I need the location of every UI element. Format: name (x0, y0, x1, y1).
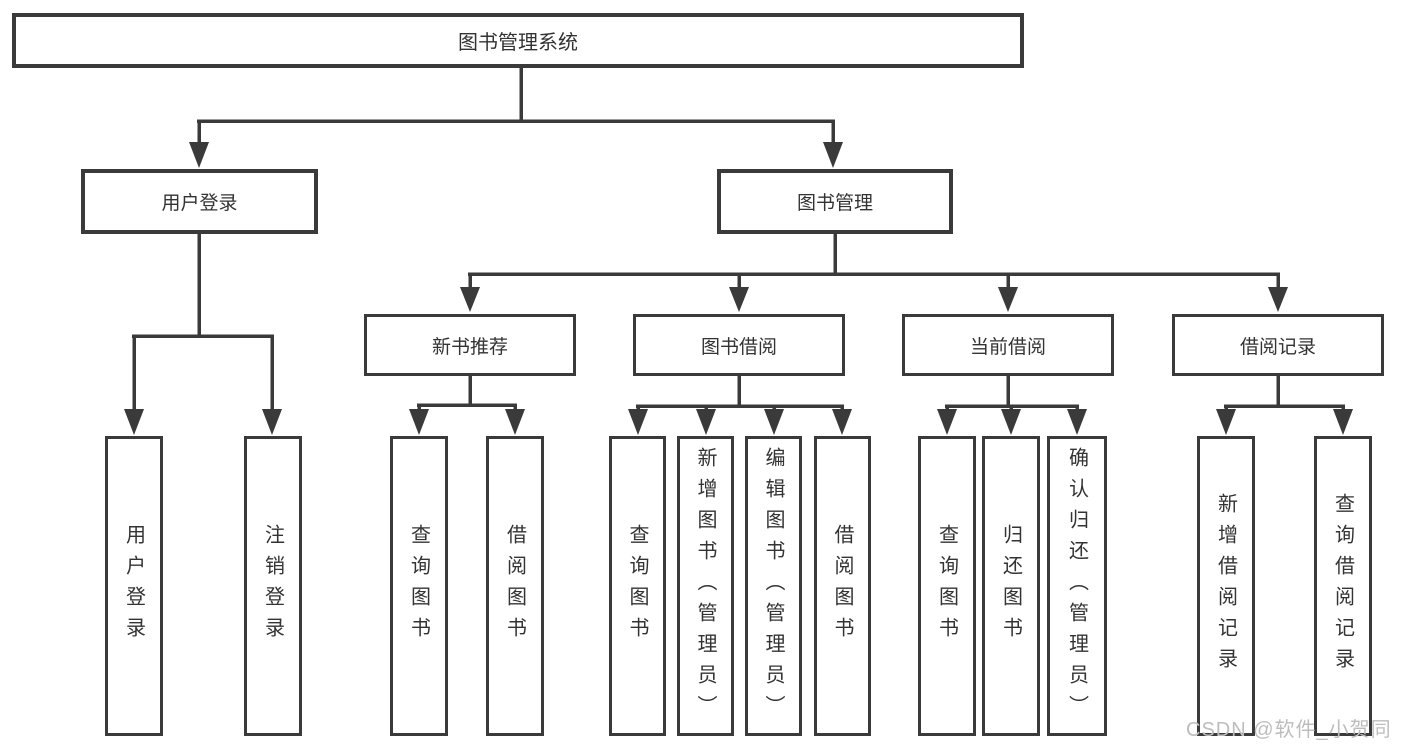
leaf-user-login: 用户登录 (105, 436, 163, 736)
leaf-borrow-edit-admin: 编辑图书（管理员） (745, 436, 802, 736)
arrow-icon (937, 409, 957, 435)
arrow-icon (1268, 287, 1288, 312)
arrow-icon (696, 409, 716, 435)
arrow-icon (124, 409, 144, 435)
leaf-current-return: 归还图书 (982, 436, 1040, 736)
connector-current-borrow (945, 376, 1079, 414)
node-user-login: 用户登录 (81, 169, 318, 234)
node-root-system: 图书管理系统 (12, 13, 1024, 68)
arrow-icon (1216, 409, 1236, 435)
arrow-icon (1067, 409, 1087, 435)
node-book-borrow: 图书借阅 (633, 314, 845, 376)
connector-user-login (132, 234, 274, 414)
arrow-icon (505, 409, 525, 435)
arrow-icon (460, 287, 480, 312)
arrow-icon (1333, 409, 1353, 435)
arrow-icon (998, 287, 1018, 312)
leaf-current-confirm-admin: 确认归还（管理员） (1047, 436, 1107, 736)
leaf-records-add: 新增借阅记录 (1197, 436, 1255, 736)
leaf-borrow-add-admin: 新增图书（管理员） (677, 436, 734, 736)
connector-new-books (417, 376, 517, 414)
arrow-icon (189, 142, 209, 168)
arrow-icon (262, 409, 282, 435)
connector-book-mgmt (468, 234, 1280, 292)
node-book-mgmt: 图书管理 (717, 169, 953, 234)
leaf-borrow-book: 借阅图书 (814, 436, 871, 736)
connector-root (197, 68, 835, 145)
leaf-logout: 注销登录 (244, 436, 302, 736)
arrow-icon (1001, 409, 1021, 435)
node-current-borrow: 当前借阅 (902, 314, 1114, 376)
arrow-icon (628, 409, 648, 435)
node-new-books: 新书推荐 (364, 314, 576, 376)
arrow-icon (729, 287, 749, 312)
arrow-icon (409, 409, 429, 435)
leaf-records-query: 查询借阅记录 (1314, 436, 1372, 736)
node-borrow-records: 借阅记录 (1172, 314, 1384, 376)
arrow-icon (832, 409, 852, 435)
connector-borrow-records (1224, 376, 1345, 414)
leaf-newbooks-query: 查询图书 (390, 436, 448, 736)
leaf-current-query: 查询图书 (918, 436, 976, 736)
arrow-icon (823, 142, 843, 168)
leaf-newbooks-borrow: 借阅图书 (486, 436, 544, 736)
leaf-borrow-query: 查询图书 (609, 436, 666, 736)
arrow-icon (764, 409, 784, 435)
connector-book-borrow (636, 376, 844, 414)
watermark: CSDN @软件_小贺同学 (1186, 719, 1392, 741)
